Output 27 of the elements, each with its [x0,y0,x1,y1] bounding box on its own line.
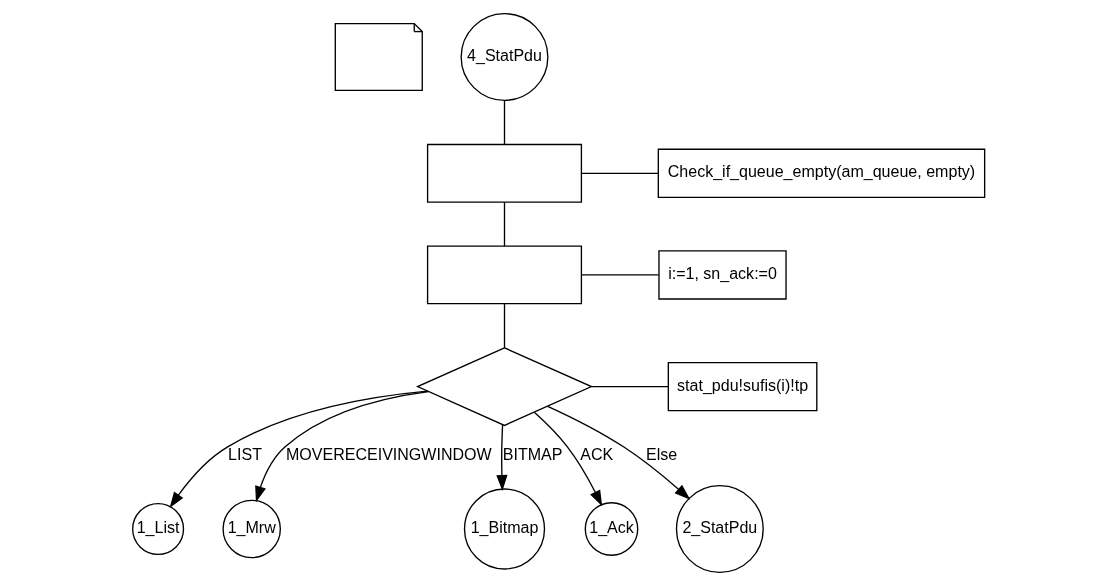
arrow [547,405,691,500]
node-box: Check_if_queue_empty(am_queue, empty) [657,148,986,199]
connector [581,172,659,174]
connector [503,303,506,349]
edge-label: ACK [580,444,614,463]
node-circle: 1_Bitmap [463,488,546,570]
node-box: stat_pdu!sufis(i)!tp [667,361,818,412]
connector [590,385,669,388]
node-box: i:=1, sn_ack:=0 [658,250,787,300]
node-circle: 4_StatPdu [460,13,549,101]
edge-label: Else [646,444,678,463]
connector [503,201,506,247]
edge-label: BITMAP [502,444,563,463]
node-circle: 1_List [132,502,185,556]
connector [580,274,660,276]
arrow [496,424,508,492]
node-box [426,245,583,305]
arrow [169,390,429,508]
node-circle: 1_Mrw [222,499,281,559]
node-box [426,143,583,203]
node-diamond [415,347,594,427]
edge-label: LIST [228,444,262,463]
node-circle: 1_Ack [584,502,639,556]
edge-label: MOVERECEIVINGWINDOW [285,444,492,463]
arrow [255,391,430,503]
arrow [533,411,603,507]
connector [503,100,506,146]
